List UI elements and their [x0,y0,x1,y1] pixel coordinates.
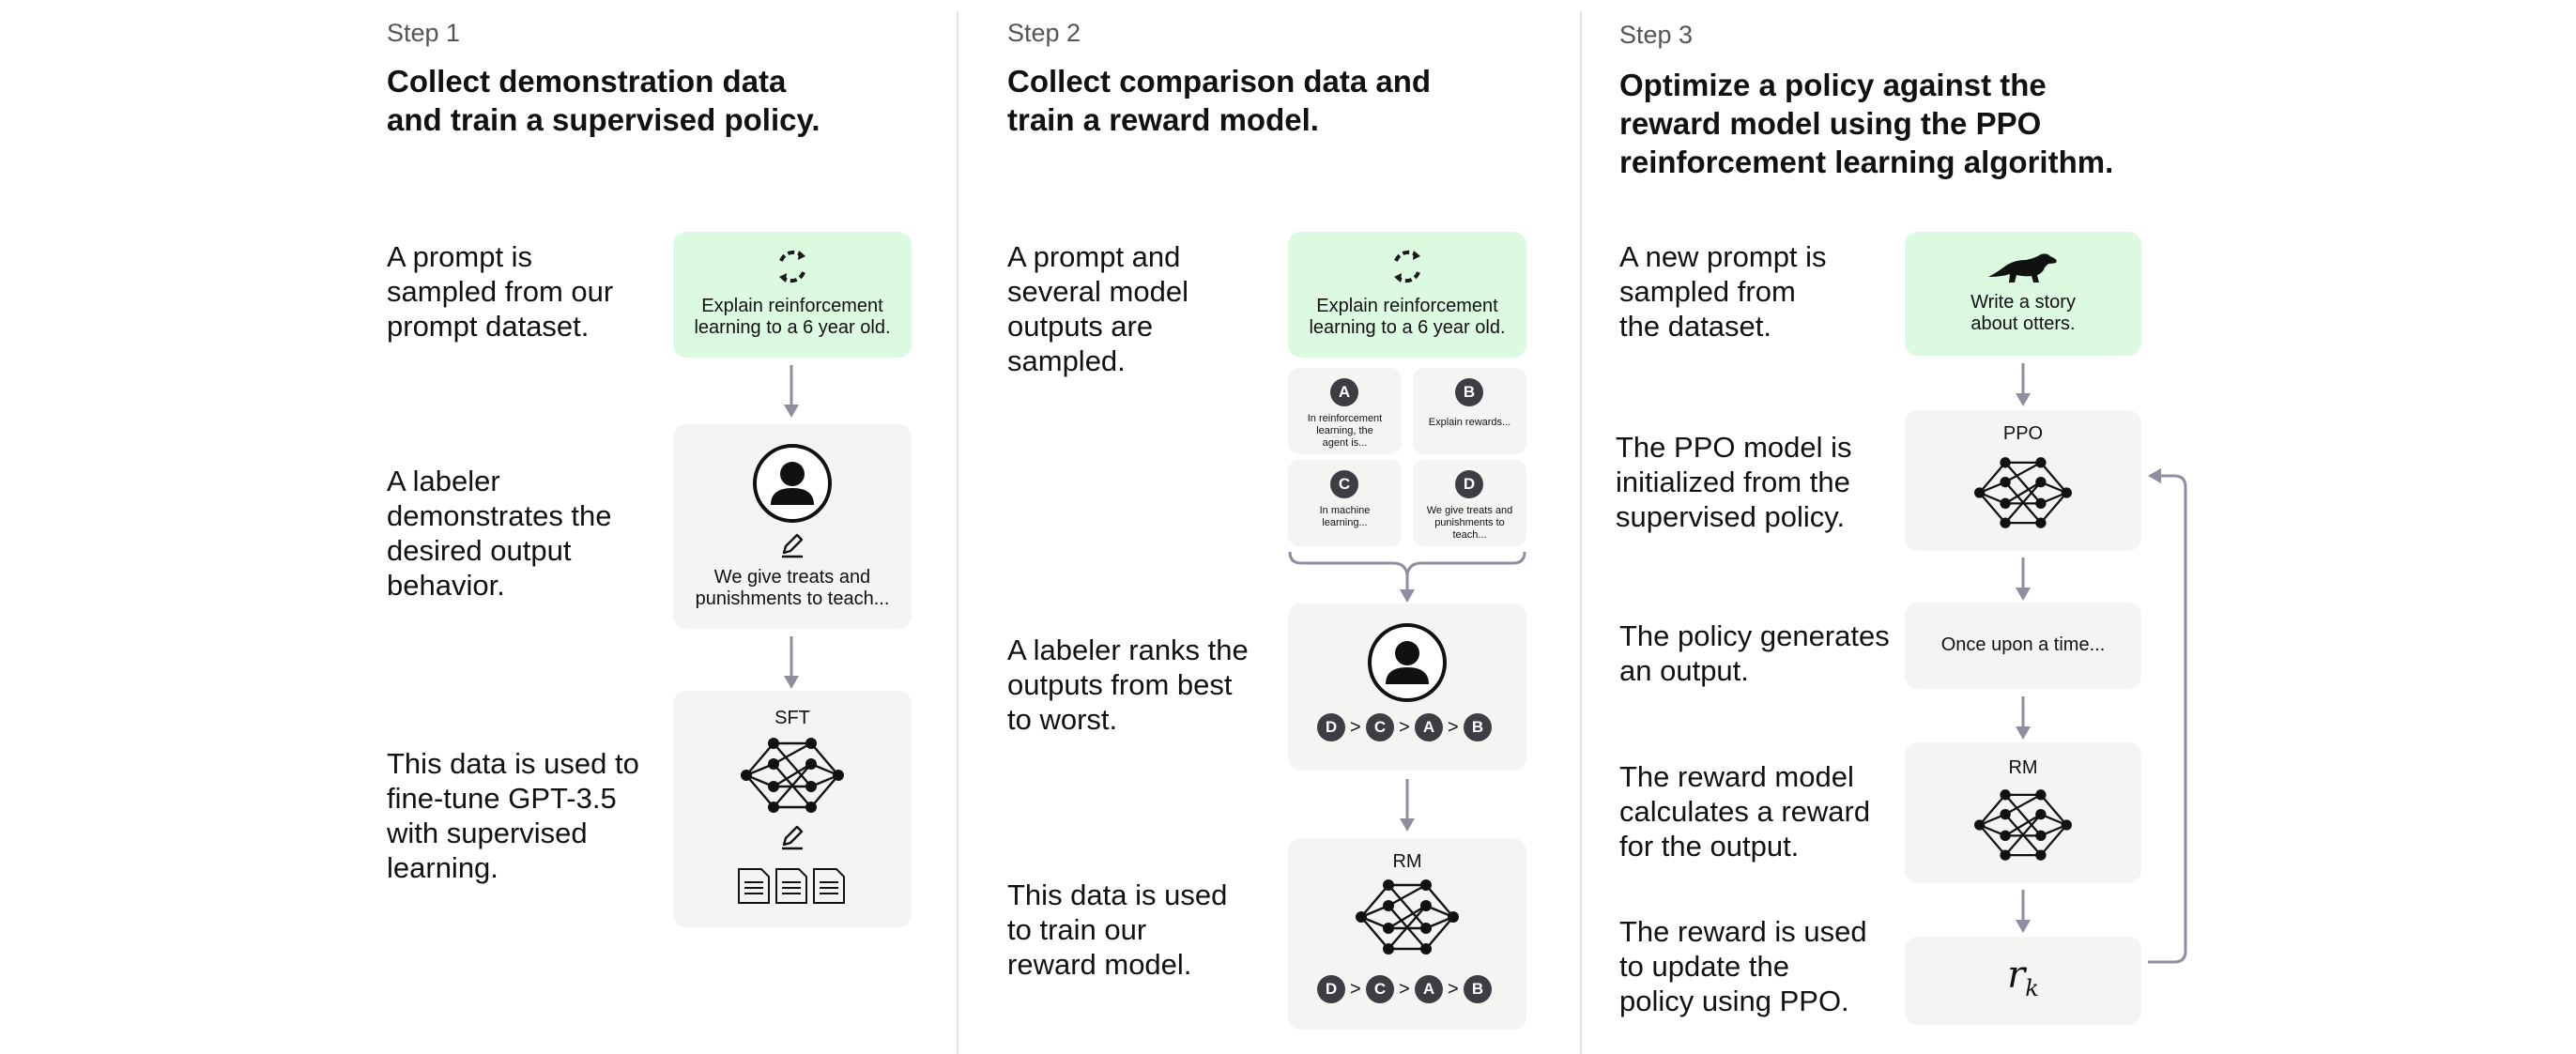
reward-model-box: RM [1905,742,2141,883]
person-icon [753,444,832,523]
prompt-box: Write a story about otters. [1905,232,2141,356]
prompt-text: Explain reinforcement learning to a 6 ye… [1309,296,1506,338]
output-card-b: B Explain rewards... [1413,368,1526,454]
output-badge: A [1330,378,1358,406]
output-text: Explain rewards... [1428,417,1511,428]
column-divider [1580,11,1582,1054]
reward-r: r [2007,954,2026,997]
rank-badge: D [1317,975,1345,1003]
step-2-desc-3: This data is used to train our reward mo… [1007,878,1228,981]
prompt-text: Explain reinforcement learning to a 6 ye… [694,296,891,338]
prompt-box: Explain reinforcement learning to a 6 ye… [673,232,912,358]
rank-badge: A [1415,713,1443,741]
document-icon [738,868,845,904]
output-text: In machine learning... [1319,505,1371,528]
step-1-desc-2: A labeler demonstrates the desired outpu… [387,465,612,602]
rank-badge: C [1366,713,1394,741]
neural-network-icon [1974,789,2072,861]
step-1-label: Step 1 [387,19,461,47]
arrow-down-icon [784,636,799,689]
output-text: In reinforcement learning, the agent is.… [1307,413,1383,449]
output-badge: D [1455,470,1483,498]
step-1-title: Collect demonstration data and train a s… [387,64,820,137]
prompt-box: Explain reinforcement learning to a 6 ye… [1288,232,1526,358]
rank-badge: B [1464,975,1492,1003]
arrow-down-icon [2016,696,2031,740]
reward-subscript: k [2025,975,2039,1001]
rank-separator: > [1350,979,1361,1000]
step-2-desc-1: A prompt and several model outputs are s… [1007,240,1188,377]
step-3-desc-4: The reward model calculates a reward for… [1619,760,1871,863]
rank-separator: > [1448,717,1459,738]
policy-output-box: Once upon a time... [1905,603,2141,689]
step-1-desc-1: A prompt is sampled from our prompt data… [387,240,614,343]
step-3-label: Step 3 [1619,21,1694,49]
policy-output-text: Once upon a time... [1940,634,2106,655]
step-3-desc-1: A new prompt is sampled from the dataset… [1619,240,1827,343]
ranking-box: D > C > A > B [1288,603,1526,771]
sft-model-box: SFT [673,691,912,927]
pencil-icon [782,825,804,850]
output-card-a: A In reinforcement learning, the agent i… [1288,368,1402,454]
reward-symbol: rk [1905,954,2141,1001]
step-2-title: Collect comparison data and train a rewa… [1007,64,1432,137]
ppo-label: PPO [2002,423,2044,444]
person-icon [1368,623,1447,702]
pencil-icon [782,533,804,558]
sft-label: SFT [774,708,810,728]
neural-network-icon [741,738,844,813]
step-2-desc-2: A labeler ranks the outputs from best to… [1007,634,1249,736]
rank-separator: > [1399,717,1410,738]
rank-separator: > [1399,979,1410,1000]
arrow-down-icon [2016,890,2031,933]
recycle-icon [1394,250,1420,283]
rank-badge: A [1415,975,1443,1003]
rank-badge: B [1464,713,1492,741]
rm-label: RM [1392,851,1422,872]
neural-network-icon [1356,879,1459,955]
rank-separator: > [1448,979,1459,1000]
step-1-desc-3: This data is used to fine-tune GPT-3.5 w… [387,747,639,884]
rm-label: RM [2008,757,2038,778]
reward-box: rk [1905,937,2141,1025]
demonstration-text: We give treats and punishments to teach.… [695,567,890,609]
labeler-box: We give treats and punishments to teach.… [673,424,912,629]
arrow-down-icon [2016,363,2031,406]
output-badge: B [1455,378,1483,406]
reward-model-box: RM D > C > A > B [1288,838,1526,1030]
arrow-down-icon [1400,779,1415,832]
step-3-desc-3: The policy generates an output. [1619,619,1890,687]
step-3-desc-2: The PPO model is initialized from the su… [1616,431,1852,533]
column-divider [957,11,958,1054]
rank-badge: D [1317,713,1345,741]
feedback-arrow-icon [2148,468,2187,964]
output-card-d: D We give treats and punishments to teac… [1413,460,1526,546]
ranking-row: D > C > A > B [1288,974,1526,1004]
rank-badge: C [1366,975,1394,1003]
step-2-label: Step 2 [1007,19,1081,47]
brace-icon [1288,551,1526,603]
ranking-row: D > C > A > B [1288,712,1526,742]
rank-separator: > [1350,717,1361,738]
output-badge: C [1330,470,1358,498]
ppo-model-box: PPO [1905,410,2141,551]
output-text: We give treats and punishments to teach.… [1426,505,1513,541]
neural-network-icon [1974,457,2072,528]
arrow-down-icon [2016,558,2031,601]
otter-icon [1988,253,2057,283]
step-3-title: Optimize a policy against the reward mod… [1619,68,2114,179]
arrow-down-icon [784,365,799,418]
output-card-c: C In machine learning... [1288,460,1402,546]
step-3-desc-5: The reward is used to update the policy … [1619,915,1867,1017]
prompt-text: Write a story about otters. [1970,292,2076,334]
recycle-icon [779,250,805,283]
